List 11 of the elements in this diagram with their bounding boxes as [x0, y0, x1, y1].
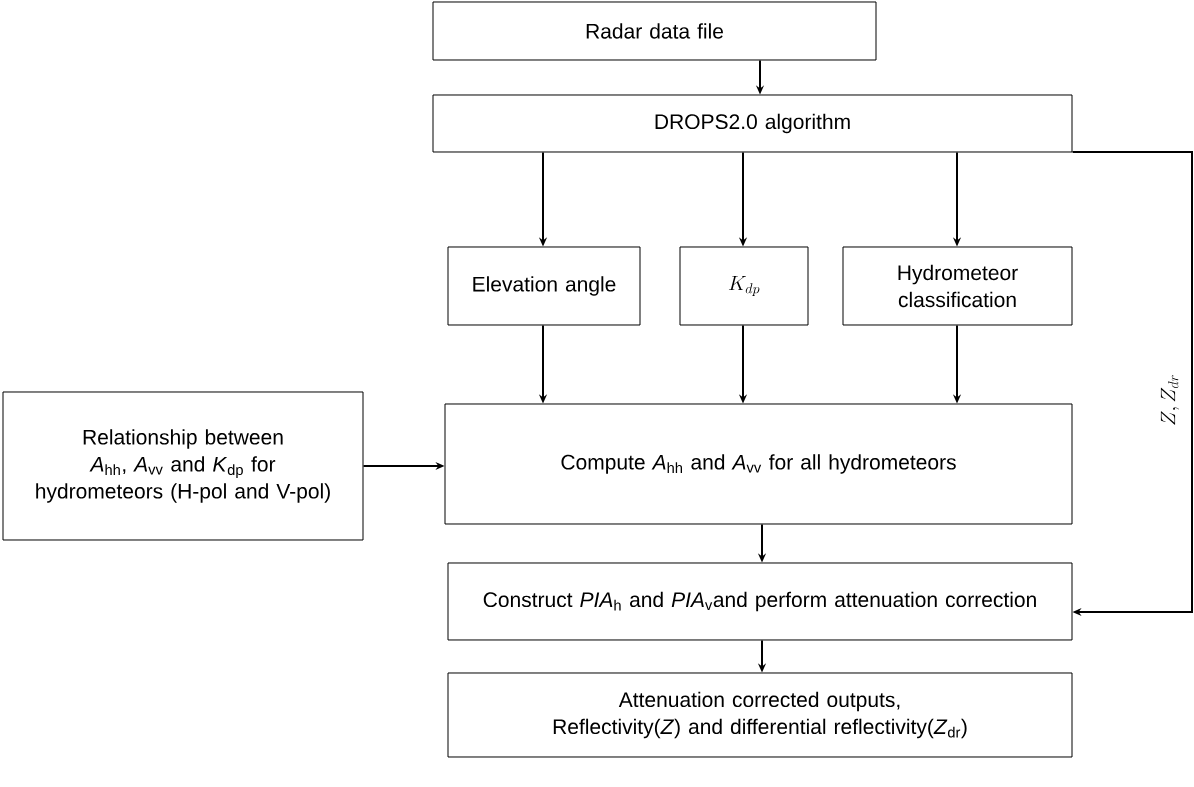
process-box: Attenuation corrected outputs, Reflectivity(Z) and differential reflectivity(Z$_{dr}$) — [447, 672, 1073, 758]
process-box: Hydrometeor classification — [842, 246, 1073, 326]
arrow — [1071, 151, 1193, 617]
process-box: Radar data file — [432, 1, 877, 61]
process-box: Compute A$_{hh}$ and A$_{vv}$ for all hydrometeors — [444, 403, 1073, 525]
edge-label: $Z, Z_{dr}$ — [1158, 372, 1182, 428]
process-box: DROPS2.0 algorithm — [432, 94, 1073, 153]
process-box: Relationship between A$_{hh}$, A$_{vv}$ and K$_{dp}$ for hydrometeors (H-pol and V-pol) — [2, 391, 364, 541]
process-box: $K_{dp}$ — [679, 246, 809, 326]
process-box: Construct PIA$_{h}$ and PIA$_{v}$and perform attenuation correction — [447, 562, 1073, 641]
process-box: Elevation angle — [447, 246, 641, 326]
